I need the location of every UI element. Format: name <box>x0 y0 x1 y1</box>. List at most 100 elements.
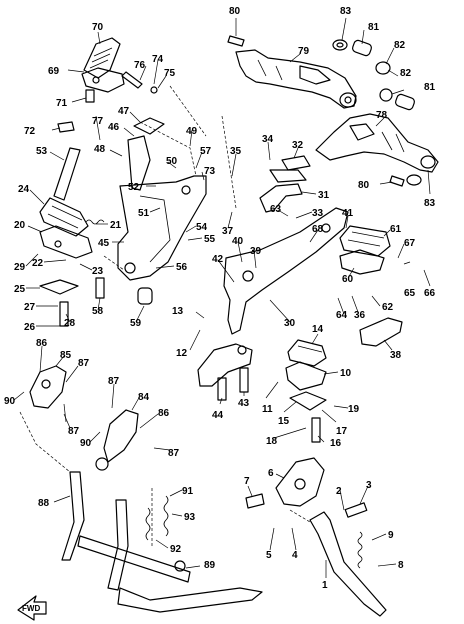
callout-92: 92 <box>170 544 182 555</box>
callout-5: 5 <box>266 550 272 561</box>
callout-30: 30 <box>284 318 296 329</box>
footrest-rubber-24 <box>39 197 89 237</box>
callout-31: 31 <box>318 190 330 201</box>
callout-48: 48 <box>94 144 106 155</box>
callout-87: 87 <box>78 358 90 369</box>
callout-86: 86 <box>158 408 170 419</box>
callout-43: 43 <box>238 398 250 409</box>
callout-61: 61 <box>390 224 402 235</box>
callout-67: 67 <box>404 238 416 249</box>
plate-25 <box>39 279 79 295</box>
bracket-47-46 <box>127 117 165 191</box>
callout-86: 86 <box>36 338 48 349</box>
callout-78: 78 <box>376 110 388 121</box>
callout-83: 83 <box>340 6 352 17</box>
callout-15: 15 <box>278 416 290 427</box>
callout-18: 18 <box>266 436 278 447</box>
callout-32: 32 <box>292 140 304 151</box>
callout-46: 46 <box>108 122 120 133</box>
callout-87: 87 <box>108 376 120 387</box>
stand-bracket-85 <box>29 365 67 409</box>
bushing-set-upper <box>332 39 391 75</box>
callout-76: 76 <box>134 60 146 71</box>
bolt-16 <box>311 417 321 443</box>
callout-40: 40 <box>232 236 244 247</box>
callout-93: 93 <box>184 512 196 523</box>
footrest-bracket-60 <box>339 249 385 275</box>
callout-11: 11 <box>262 404 273 415</box>
callout-72: 72 <box>24 126 36 137</box>
callout-19: 19 <box>348 404 360 415</box>
callout-82: 82 <box>400 68 412 79</box>
callout-70: 70 <box>92 22 104 33</box>
center-stand-88 <box>61 471 263 613</box>
callout-53: 53 <box>36 146 48 157</box>
bolt-71 <box>85 89 95 103</box>
plate-15 <box>289 391 327 411</box>
callout-65: 65 <box>404 288 416 299</box>
footrest-bracket-10 <box>285 361 327 391</box>
callout-79: 79 <box>298 46 310 57</box>
bolt-43-44 <box>217 367 249 401</box>
fwd-arrow: FWD <box>17 595 47 621</box>
callout-81: 81 <box>424 82 436 93</box>
bushing-set-lower <box>379 88 422 186</box>
callout-90: 90 <box>4 396 16 407</box>
bushing-59 <box>137 287 153 305</box>
footrest-bracket-69 <box>81 67 125 93</box>
switch-7 <box>245 493 265 509</box>
bracket-plate-lower <box>197 343 253 387</box>
callout-7: 7 <box>244 476 250 487</box>
callout-21: 21 <box>110 220 122 231</box>
callout-60: 60 <box>342 274 354 285</box>
callout-13: 13 <box>172 306 184 317</box>
callout-25: 25 <box>14 284 26 295</box>
callout-4: 4 <box>292 550 298 561</box>
callout-69: 69 <box>48 66 60 77</box>
spring-92 <box>145 507 151 541</box>
callout-28: 28 <box>64 318 76 329</box>
brake-pedal-38 <box>359 317 403 347</box>
callout-12: 12 <box>176 348 188 359</box>
callout-80: 80 <box>358 180 370 191</box>
callout-42: 42 <box>212 254 224 265</box>
callout-85: 85 <box>60 350 72 361</box>
stand-bracket-84 <box>95 409 139 471</box>
callout-87: 87 <box>168 448 180 459</box>
callout-1: 1 <box>322 580 328 591</box>
callout-22: 22 <box>32 258 44 269</box>
callout-91: 91 <box>182 486 194 497</box>
callout-88: 88 <box>38 498 50 509</box>
callout-3: 3 <box>366 480 372 491</box>
callout-39: 39 <box>250 246 262 257</box>
bolt-3 <box>344 502 368 518</box>
callout-77: 77 <box>92 116 104 127</box>
callout-8: 8 <box>398 560 404 571</box>
callout-10: 10 <box>340 368 352 379</box>
callout-58: 58 <box>92 306 104 317</box>
rear-footrest-bracket-upper <box>235 49 357 109</box>
callout-59: 59 <box>130 318 142 329</box>
spring-21 <box>85 219 105 225</box>
bolt-26 <box>59 301 69 327</box>
callout-44: 44 <box>212 410 224 421</box>
callout-90: 90 <box>80 438 92 449</box>
callout-27: 27 <box>24 302 36 313</box>
callout-64: 64 <box>336 310 348 321</box>
leader-lines <box>13 17 431 578</box>
callout-45: 45 <box>98 238 110 249</box>
callout-14: 14 <box>312 324 324 335</box>
callout-35: 35 <box>230 146 242 157</box>
callout-34: 34 <box>262 134 274 145</box>
callout-26: 26 <box>24 322 36 333</box>
callout-55: 55 <box>204 234 216 245</box>
callout-71: 71 <box>56 98 68 109</box>
callout-2: 2 <box>336 486 342 497</box>
callout-9: 9 <box>388 530 394 541</box>
callout-73: 73 <box>204 166 216 177</box>
callout-24: 24 <box>18 184 30 195</box>
callout-33: 33 <box>312 208 324 219</box>
callout-23: 23 <box>92 266 104 277</box>
callout-74: 74 <box>152 54 164 65</box>
